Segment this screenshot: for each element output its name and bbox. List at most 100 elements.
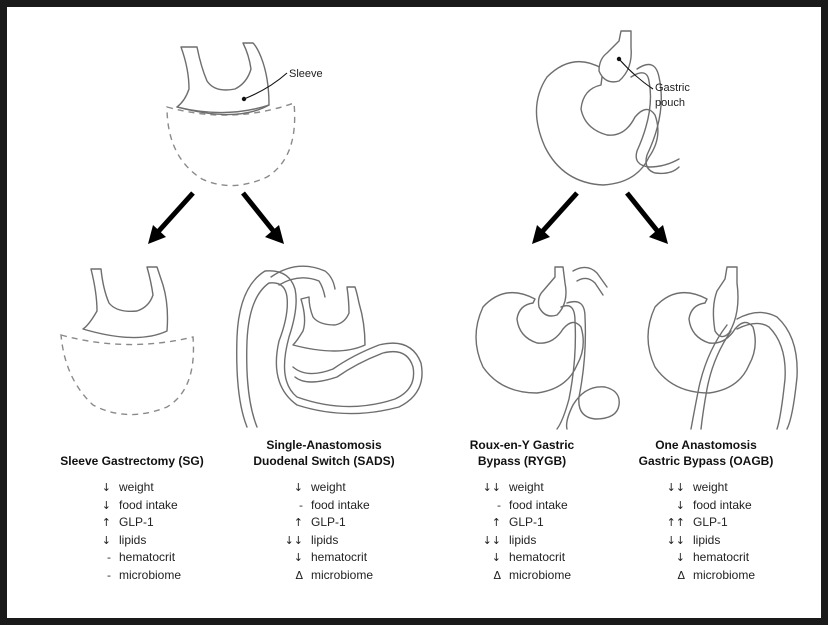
oagb-title-line2: Gastric Bypass (OAGB)	[611, 453, 801, 469]
effect-label: hematocrit	[119, 549, 175, 567]
rygb-title-line2: Bypass (RYGB)	[427, 453, 617, 469]
removed-stomach-dashed	[167, 103, 295, 186]
effect-label: lipids	[509, 532, 536, 550]
gastric-label-line1: Gastric	[655, 82, 690, 94]
sleeve-label: Sleeve	[289, 68, 323, 80]
effect-symbol: ↓↓	[427, 532, 509, 550]
effect-row: ↓lipids	[37, 532, 227, 550]
effect-row: Δmicrobiome	[611, 567, 801, 585]
sads-title-line2: Duodenal Switch (SADS)	[229, 453, 419, 469]
sads-duodenum	[271, 266, 335, 297]
sads-title-line1: Single-Anastomosis	[229, 437, 419, 453]
effect-symbol: ↓↓	[611, 532, 693, 550]
effect-symbol: Δ	[229, 567, 311, 585]
effect-label: microbiome	[509, 567, 571, 585]
effect-row: ↓↓weight	[611, 479, 801, 497]
effect-label: weight	[693, 479, 728, 497]
effect-label: GLP-1	[119, 514, 154, 532]
effect-label: food intake	[693, 497, 752, 515]
effect-row: ↓food intake	[37, 497, 227, 515]
effect-row: ↓hematocrit	[427, 549, 617, 567]
effect-label: food intake	[311, 497, 370, 515]
effect-label: food intake	[509, 497, 568, 515]
sads-drawing	[237, 266, 422, 427]
sads-sleeve	[293, 287, 365, 351]
effect-label: food intake	[119, 497, 178, 515]
oagb-title-line1: One Anastomosis	[611, 437, 801, 453]
effect-symbol: ↑	[427, 514, 509, 532]
effect-label: weight	[119, 479, 154, 497]
rygb-drawing	[476, 267, 619, 429]
effect-label: GLP-1	[693, 514, 728, 532]
sg-title: Sleeve Gastrectomy (SG)	[37, 435, 227, 469]
effect-row: ↑↑GLP-1	[611, 514, 801, 532]
effect-label: lipids	[119, 532, 146, 550]
effect-symbol: ↓↓	[611, 479, 693, 497]
effect-row: -food intake	[229, 497, 419, 515]
sads-effects: ↓weight -food intake ↑GLP-1 ↓↓lipids ↓he…	[229, 479, 419, 584]
effect-label: weight	[311, 479, 346, 497]
figure-frame: Sleeve Gastric pouch	[7, 7, 821, 618]
effect-label: hematocrit	[509, 549, 565, 567]
effect-symbol: ↓	[611, 497, 693, 515]
effect-symbol: ↓	[229, 549, 311, 567]
effect-label: lipids	[311, 532, 338, 550]
effect-row: ↓weight	[37, 479, 227, 497]
effect-symbol: ↑	[37, 514, 119, 532]
rygb-remnant	[476, 293, 583, 393]
effect-row: -microbiome	[37, 567, 227, 585]
rygb-title: Roux-en-Y Gastric Bypass (RYGB)	[427, 435, 617, 469]
effect-label: GLP-1	[509, 514, 544, 532]
arrow-to-rygb	[532, 193, 577, 244]
effect-symbol: ↓	[37, 497, 119, 515]
effect-symbol: ↑↑	[611, 514, 693, 532]
effect-row: ↓food intake	[611, 497, 801, 515]
sg-effects: ↓weight ↓food intake ↑GLP-1 ↓lipids -hem…	[37, 479, 227, 584]
sads-title: Single-Anastomosis Duodenal Switch (SADS…	[229, 435, 419, 469]
effect-label: microbiome	[311, 567, 373, 585]
oagb-drawing	[648, 267, 797, 429]
effect-symbol: Δ	[427, 567, 509, 585]
sg-title-line2: Sleeve Gastrectomy (SG)	[37, 453, 227, 469]
rygb-pouch	[539, 267, 567, 316]
effect-row: ↓↓weight	[427, 479, 617, 497]
rygb-panel: Roux-en-Y Gastric Bypass (RYGB) ↓↓weight…	[427, 435, 617, 584]
oagb-effects: ↓↓weight ↓food intake ↑↑GLP-1 ↓↓lipids ↓…	[611, 479, 801, 584]
effect-row: ↑GLP-1	[229, 514, 419, 532]
effect-label: lipids	[693, 532, 720, 550]
effect-row: ↓weight	[229, 479, 419, 497]
effect-row: -food intake	[427, 497, 617, 515]
effect-label: hematocrit	[693, 549, 749, 567]
sg-removed-dashed	[61, 335, 193, 415]
effect-row: ↑GLP-1	[427, 514, 617, 532]
effect-symbol: ↓↓	[229, 532, 311, 550]
effect-label: weight	[509, 479, 544, 497]
effect-symbol: ↓	[229, 479, 311, 497]
effect-symbol: -	[37, 549, 119, 567]
rygb-biliary-limb	[573, 267, 607, 295]
effect-row: ↓hematocrit	[229, 549, 419, 567]
effect-symbol: -	[37, 567, 119, 585]
effect-label: hematocrit	[311, 549, 367, 567]
oagb-panel: One Anastomosis Gastric Bypass (OAGB) ↓↓…	[611, 435, 801, 584]
top-sleeve-stomach	[167, 43, 295, 186]
remnant-stomach	[536, 62, 657, 185]
effect-row: ↓hematocrit	[611, 549, 801, 567]
effect-symbol: ↓	[37, 479, 119, 497]
effect-symbol: ↓↓	[427, 479, 509, 497]
effect-symbol: ↑	[229, 514, 311, 532]
effect-label: microbiome	[693, 567, 755, 585]
oagb-title: One Anastomosis Gastric Bypass (OAGB)	[611, 435, 801, 469]
sads-panel: Single-Anastomosis Duodenal Switch (SADS…	[229, 435, 419, 584]
sg-panel: Sleeve Gastrectomy (SG) ↓weight ↓food in…	[37, 435, 227, 584]
arrow-to-sg	[148, 193, 193, 244]
effect-symbol: ↓	[611, 549, 693, 567]
effect-row: ↑GLP-1	[37, 514, 227, 532]
effect-symbol: -	[229, 497, 311, 515]
sleeve-outline	[177, 43, 269, 115]
effect-row: ↓↓lipids	[611, 532, 801, 550]
rygb-title-line1: Roux-en-Y Gastric	[427, 437, 617, 453]
gastric-label-line2: pouch	[655, 97, 685, 109]
